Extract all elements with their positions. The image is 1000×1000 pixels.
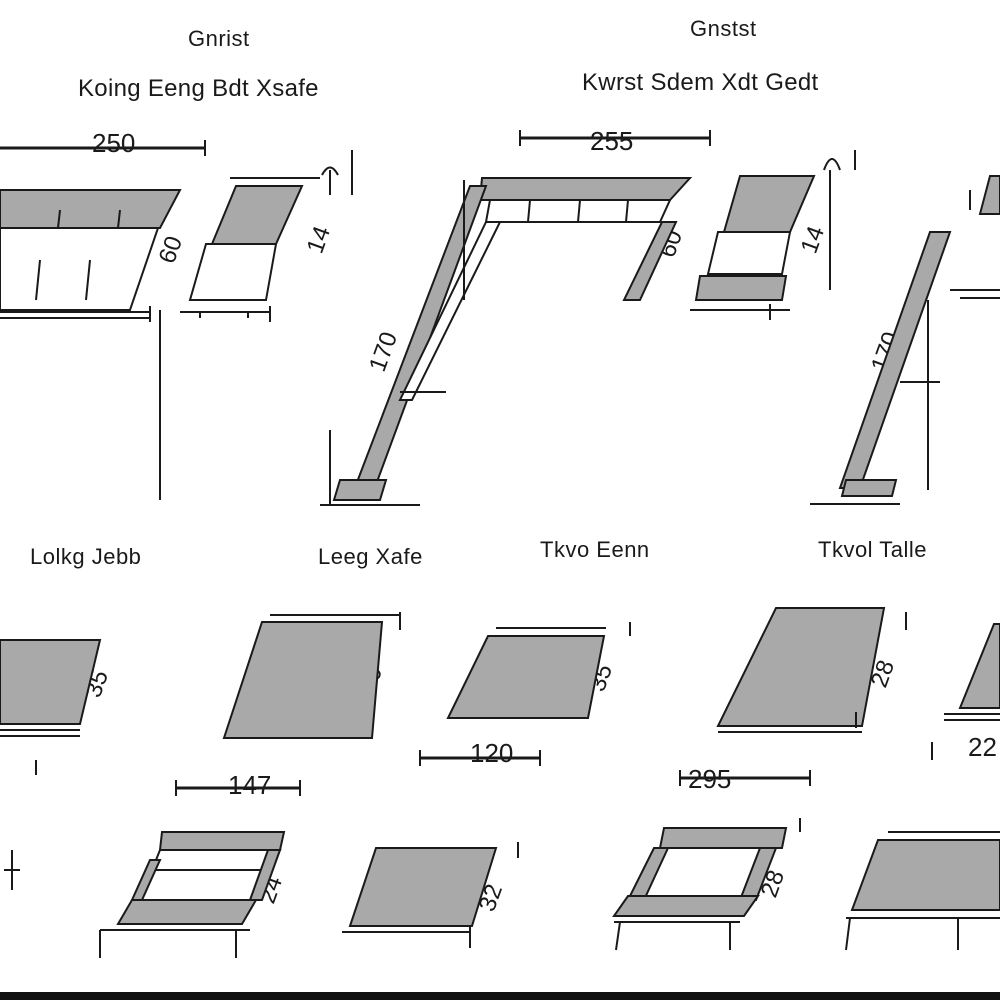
dim-line-120 — [419, 742, 933, 766]
table-3 — [446, 622, 631, 719]
chair-2 — [690, 150, 856, 320]
dim-bench1-width: 147 — [228, 770, 272, 800]
dim-bottom-22: 22 — [968, 732, 997, 762]
table-7-partial — [845, 831, 1000, 951]
sofa-2 — [320, 130, 711, 506]
bench-1 — [4, 780, 301, 958]
dim-sofa2-width: 255 — [590, 126, 634, 156]
title-6: Tkvol Talle — [818, 537, 928, 562]
title-4: Leeg Xafe — [318, 544, 423, 569]
sofa-1 — [0, 140, 206, 322]
table-4 — [716, 607, 907, 733]
title-2: Gnstst — [690, 16, 757, 41]
table-2 — [222, 612, 401, 739]
title-1: Gnrist — [188, 26, 250, 51]
bench-2 — [612, 770, 811, 951]
subtitle-1: Koing Eeng Bdt Xsafe — [78, 75, 319, 102]
subtitle-2: Kwrst Sdem Xdt Gedt — [582, 69, 819, 96]
table-1 — [0, 639, 102, 775]
title-5: Tkvo Eenn — [540, 537, 650, 562]
dim-sofa1-width: 250 — [92, 128, 136, 158]
bottom-border — [0, 992, 1000, 1000]
dim-bottom-120: 120 — [470, 738, 514, 768]
title-3: Lolkg Jebb — [30, 544, 142, 569]
chair-1 — [159, 150, 353, 500]
table-6 — [342, 842, 519, 948]
sofa-3 — [810, 175, 1000, 505]
table-5-partial — [944, 623, 1000, 721]
